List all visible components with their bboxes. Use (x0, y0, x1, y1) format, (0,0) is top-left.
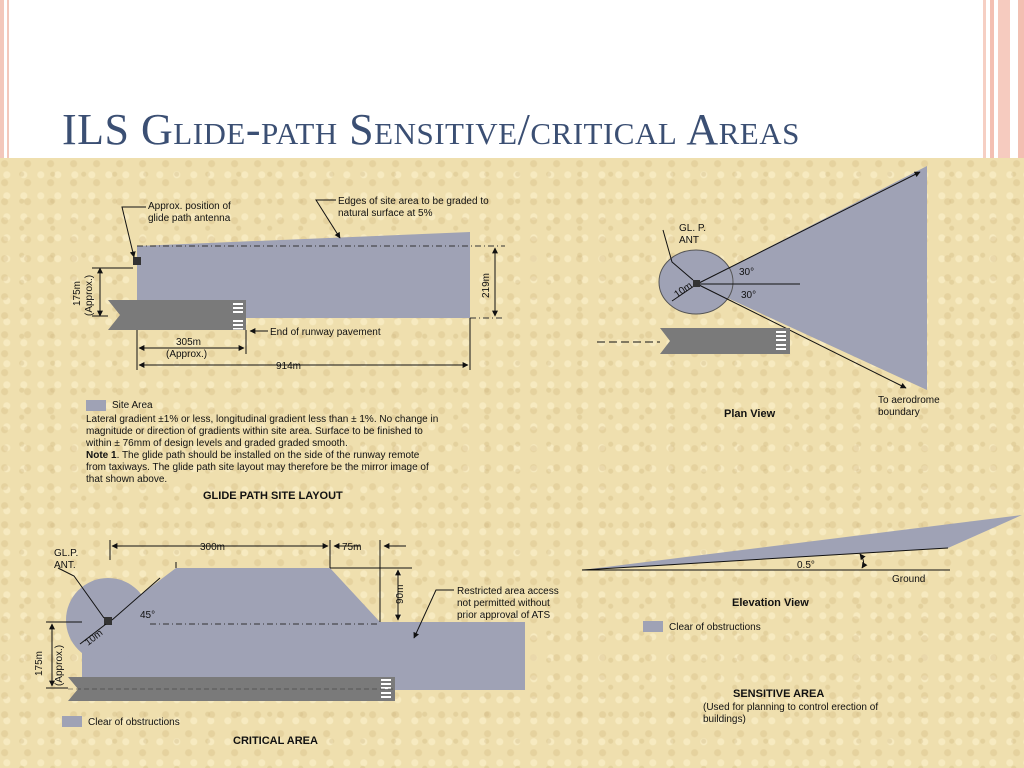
sensitive-area-caption: SENSITIVE AREA (733, 688, 824, 700)
antenna-position-label: glide path antenna (148, 213, 231, 224)
glide-path-antenna-icon (133, 257, 141, 265)
sensitive-sector-shape (697, 166, 927, 390)
critical-angle-label: 45° (140, 610, 155, 621)
critical-antenna-label: GL.P. (54, 548, 78, 559)
leader-line (121, 206, 146, 258)
dimension-219-label: 219m (481, 273, 492, 298)
dimension-300-label: 300m (200, 542, 225, 553)
note-text: within ± 76mm of design levels and grade… (86, 438, 348, 450)
plan-view-caption: Plan View (724, 408, 776, 420)
elevation-wedge-shape (582, 515, 1022, 570)
note-text: Lateral gradient ±1% or less, longitudin… (86, 414, 439, 426)
dimension-approx-label: (Approx.) (54, 645, 65, 686)
site-area-notes: Site Area Lateral gradient ±1% or less, … (86, 400, 506, 486)
leader-line (315, 199, 341, 239)
legend-swatch (643, 621, 663, 632)
dimension-175-label: 175m (72, 281, 83, 306)
angle-arc (859, 553, 868, 569)
restricted-area-label: Restricted area access (457, 586, 559, 597)
boundary-label: boundary (878, 407, 920, 418)
dimension-75-label: 75m (342, 542, 361, 553)
site-area-legend: Site Area (86, 400, 506, 412)
graded-edges-label: Edges of site area to be graded to (338, 196, 489, 207)
plan-antenna-label: ANT (679, 235, 699, 246)
threshold-markings (381, 679, 391, 698)
sector-edge-arrow (696, 171, 921, 285)
diagram-canvas: Approx. position of glide path antenna E… (34, 166, 1022, 747)
critical-area-shape (82, 568, 525, 690)
note-text: that shown above. (86, 474, 168, 486)
site-area-shape (137, 232, 470, 318)
radius-line (671, 283, 698, 302)
note-text: magnitude or direction of gradients with… (86, 426, 423, 438)
site-layout-diagram: Approx. position of glide path antenna E… (72, 196, 505, 502)
runway-pavement (660, 328, 790, 354)
elevation-view-caption: Elevation View (732, 597, 809, 609)
radius-line (79, 623, 107, 645)
leader-line (413, 589, 454, 639)
boundary-label: To aerodrome (878, 395, 940, 406)
plan-angle-top-label: 30° (739, 267, 754, 278)
elevation-view-diagram: 0.5° Ground Elevation View Clear of obst… (581, 515, 1022, 725)
leader-line (57, 567, 105, 619)
ground-label: Ground (892, 574, 925, 585)
elevation-legend-label: Clear of obstructions (669, 622, 761, 633)
note-text: from taxiways. The glide path site layou… (86, 462, 429, 474)
plan-view-diagram: GL. P. ANT 10m 30° 30° To aerodrome boun… (597, 166, 940, 420)
dimension-90-label: 90m (395, 585, 406, 604)
threshold-markings (776, 331, 786, 350)
plan-angle-bottom-label: 30° (741, 290, 756, 301)
elevation-angle-label: 0.5° (797, 560, 815, 571)
dimension-914-label: 914m (276, 361, 301, 372)
sensitive-area-subtitle: (Used for planning to control erection o… (703, 702, 878, 713)
restricted-area-label: not permitted without (457, 598, 550, 609)
site-area-legend-label: Site Area (112, 400, 153, 412)
dimension-approx-label: (Approx.) (84, 275, 95, 316)
glide-path-antenna-icon (693, 280, 700, 287)
slide-title: ILS Glide-path Sensitive/critical Areas (62, 105, 800, 154)
critical-legend-label: Clear of obstructions (88, 717, 180, 728)
glide-path-antenna-icon (104, 617, 112, 625)
note-text: . The glide path should be installed on … (116, 450, 420, 462)
glide-slope-line (581, 547, 949, 571)
sensitive-area-subtitle: buildings) (703, 714, 746, 725)
end-runway-label: End of runway pavement (270, 327, 381, 338)
diagram-panel: Approx. position of glide path antenna E… (0, 158, 1024, 768)
threshold-markings (233, 303, 243, 330)
runway-pavement (108, 300, 246, 330)
note-text: Note 1. The glide path should be install… (86, 450, 506, 462)
antenna-position-label: Approx. position of (148, 201, 231, 212)
dimension-305-label: 305m (176, 337, 201, 348)
dimension-175-label: 175m (34, 651, 45, 676)
plan-antenna-label: GL. P. (679, 223, 706, 234)
angle-line (111, 577, 161, 621)
critical-area-diagram: GL.P. ANT. 300m 75m 90m 45° 10m 175m (Ap… (34, 540, 559, 747)
legend-swatch (62, 716, 82, 727)
note-heading: Note 1 (86, 450, 117, 462)
leader-line (662, 229, 694, 281)
site-layout-caption: GLIDE PATH SITE LAYOUT (203, 490, 343, 502)
dimension-305-approx: (Approx.) (166, 349, 207, 360)
critical-antenna-label: ANT. (54, 560, 76, 571)
graded-edges-label: natural surface at 5% (338, 208, 433, 219)
sector-edge-arrow (696, 283, 907, 389)
critical-area-caption: CRITICAL AREA (233, 735, 318, 747)
legend-swatch (86, 400, 106, 411)
restricted-area-label: prior approval of ATS (457, 610, 551, 621)
